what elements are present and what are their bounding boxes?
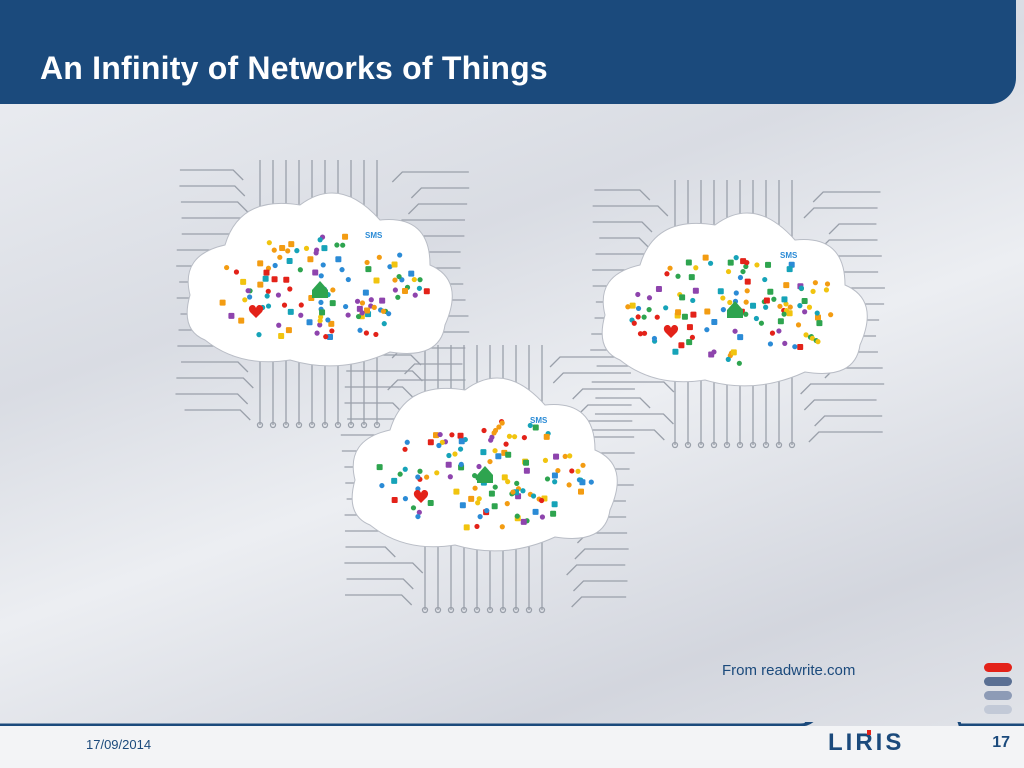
- heart-icon: [663, 325, 679, 338]
- sms-icon: SMS: [780, 251, 798, 260]
- slide-stack-icon: [984, 663, 1012, 714]
- iot-cloud: SMS: [186, 192, 453, 367]
- svg-text:LIRIS: LIRIS: [828, 729, 904, 754]
- home-icon: [477, 466, 493, 483]
- sms-icon: SMS: [365, 231, 383, 240]
- home-icon: [727, 301, 743, 318]
- home-icon: [312, 281, 328, 298]
- heart-icon: [248, 305, 264, 318]
- title-bar: An Infinity of Networks of Things: [0, 0, 1016, 104]
- source-credit: From readwrite.com: [722, 662, 856, 679]
- sms-icon: SMS: [530, 416, 548, 425]
- iot-cloud-illustration: SMS SMS SMS: [175, 160, 885, 614]
- slide-title: An Infinity of Networks of Things: [40, 50, 548, 86]
- iot-cloud: SMS: [351, 377, 618, 552]
- page-number: 17: [992, 734, 1010, 751]
- heart-icon: [413, 490, 429, 503]
- iot-cloud: SMS: [601, 212, 868, 387]
- liris-logo: LIRIS: [828, 729, 904, 754]
- slide-date: 17/09/2014: [86, 737, 152, 752]
- footer-divider: [0, 722, 1024, 768]
